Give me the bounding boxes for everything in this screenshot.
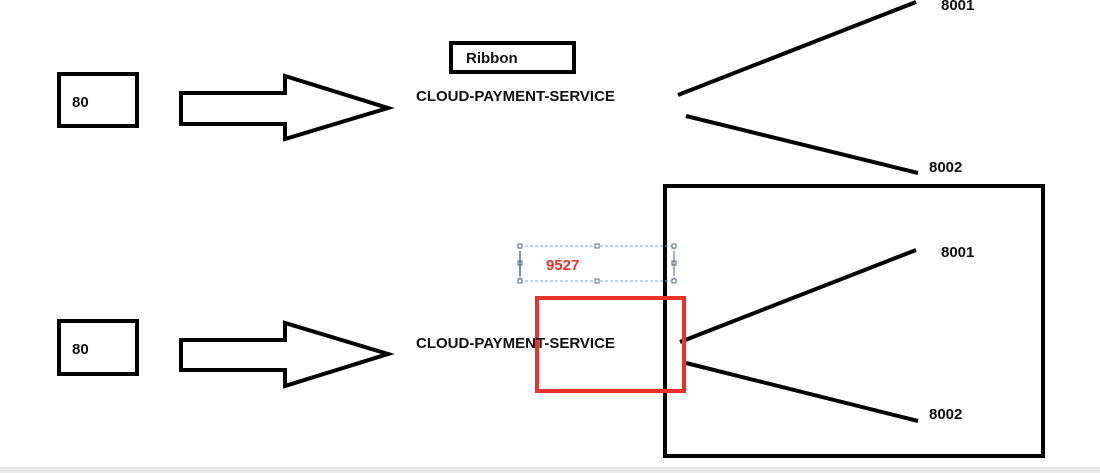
handle-bottom-middle[interactable]	[594, 278, 600, 284]
selection-handles[interactable]	[517, 243, 677, 284]
top-route-line-8001	[677, 0, 917, 97]
handle-top-middle[interactable]	[594, 243, 600, 249]
top-client-box	[57, 72, 139, 128]
bottom-client-box	[57, 319, 139, 376]
top-flow-arrow	[179, 73, 395, 142]
top-service-label: CLOUD-PAYMENT-SERVICE	[416, 88, 615, 105]
bottom-route-line-8001	[679, 248, 917, 344]
handle-top-left[interactable]	[517, 243, 523, 249]
ribbon-label: Ribbon	[466, 50, 518, 67]
top-client-label: 80	[72, 94, 89, 111]
gateway-selection-frame[interactable]	[519, 245, 675, 282]
top-route-line-8002	[685, 114, 919, 175]
bottom-flow-arrow	[179, 320, 395, 389]
bottom-route-line-8002	[685, 361, 919, 423]
service-cluster-box	[663, 184, 1045, 458]
handle-bottom-right[interactable]	[671, 278, 677, 284]
handle-top-right[interactable]	[671, 243, 677, 249]
highlight-box	[535, 296, 686, 393]
top-instance-8001-label: 8001	[941, 0, 975, 14]
bottom-instance-8001-label: 8001	[941, 244, 975, 261]
bottom-edge-strip	[0, 467, 1100, 473]
bottom-instance-8002-label: 8002	[929, 406, 963, 423]
ribbon-box	[449, 41, 576, 74]
bottom-service-label: CLOUD-PAYMENT-SERVICE	[416, 335, 615, 352]
handle-bottom-left[interactable]	[517, 278, 523, 284]
bottom-client-label: 80	[72, 341, 89, 358]
top-instance-8002-label: 8002	[929, 159, 963, 176]
gateway-label: 9527	[546, 257, 580, 274]
